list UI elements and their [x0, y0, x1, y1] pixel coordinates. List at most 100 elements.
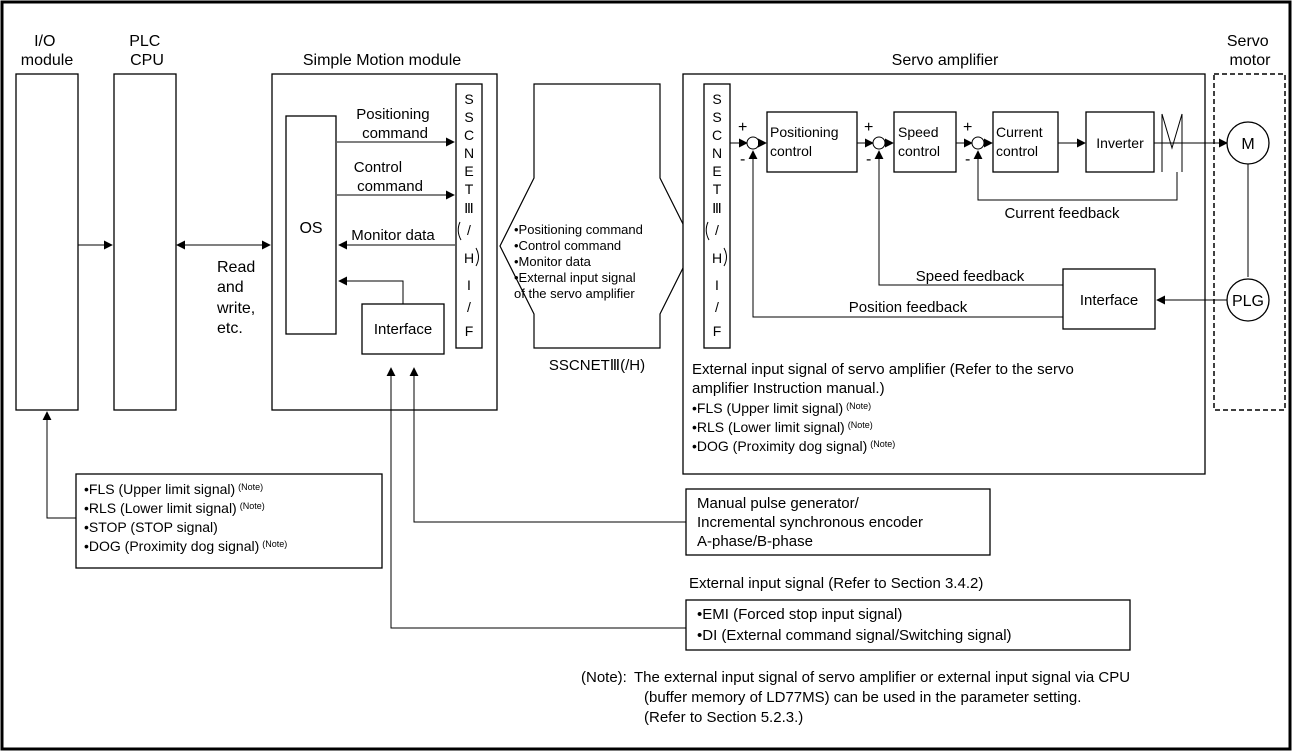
monitor-data-label: Monitor data	[351, 227, 435, 244]
junction3-minus: -	[965, 151, 970, 168]
svg-text:S: S	[464, 109, 473, 125]
svg-text:S: S	[712, 109, 721, 125]
external-input-box	[685, 599, 1131, 651]
position-summing-junction	[746, 136, 760, 150]
junction2-plus: +	[864, 119, 873, 136]
svg-text:E: E	[464, 163, 473, 179]
module-interface-box	[361, 303, 445, 355]
svg-text:N: N	[464, 145, 474, 161]
svg-text:I: I	[715, 277, 719, 293]
motor-symbol	[1226, 121, 1270, 165]
sscnet-cable-arrow	[499, 83, 695, 349]
encoder-plg-symbol	[1226, 278, 1270, 322]
positioning-control-box	[766, 111, 858, 173]
io-module-box	[15, 73, 79, 411]
io-signal-box	[75, 473, 383, 569]
positioning-control-label: Positioning control	[770, 124, 842, 159]
speed-control-label: Speed control	[898, 124, 942, 159]
svg-text:F: F	[465, 323, 474, 339]
servo-interface-label: Interface	[1080, 292, 1138, 309]
external-input-title: External input signal (Refer to Section …	[689, 575, 983, 592]
svg-text:C: C	[464, 127, 474, 143]
current-summing-junction	[971, 136, 985, 150]
footnote-label: (Note):	[581, 669, 627, 686]
control-command-label: Control command	[354, 159, 423, 195]
position-feedback-line	[748, 150, 1063, 318]
junction1-minus: -	[740, 151, 745, 168]
svg-text:•STOP (STOP signal): •STOP (STOP signal)	[84, 519, 218, 535]
current-feedback-label: Current feedback	[1004, 205, 1120, 222]
junction3-plus: +	[963, 119, 972, 136]
svg-text:/: /	[715, 222, 719, 238]
svg-text:H: H	[712, 250, 722, 266]
io-signals-to-io-module-arrow	[42, 411, 76, 519]
sscnet-bracket-top	[457, 221, 462, 241]
junction1-plus: +	[738, 119, 747, 136]
sscnet-caption: SSCNETⅢ(/H)	[549, 357, 645, 374]
servo-motor-box	[1213, 73, 1286, 411]
speed-feedback-label: Speed feedback	[916, 268, 1025, 285]
plg-label: PLG	[1232, 293, 1264, 310]
read-write-label: Read and write, etc.	[216, 259, 260, 337]
svg-text:Ⅲ: Ⅲ	[464, 200, 474, 216]
cable-signal-list: •Positioning command •Control command •M…	[514, 222, 646, 301]
svg-text:S: S	[712, 91, 721, 107]
plc-cpu-header: PLC CPU	[129, 33, 165, 69]
speed-summing-junction	[872, 136, 886, 150]
manual-pulse-label: Manual pulse generator/ Incremental sync…	[697, 495, 927, 550]
motor-label: M	[1241, 136, 1254, 153]
servo-ext-input-title: External input signal of servo amplifier…	[692, 361, 1078, 397]
servo-sscnet-bracket-top	[705, 221, 710, 241]
sscnet-bracket-bottom	[475, 247, 479, 267]
manual-pulse-box	[685, 488, 991, 556]
os-label: OS	[299, 220, 322, 237]
inverter-label: Inverter	[1096, 135, 1144, 151]
io-module-header: I/O module	[21, 33, 74, 69]
plc-cpu-box	[113, 73, 177, 411]
svg-text:N: N	[712, 145, 722, 161]
svg-text:T: T	[465, 181, 474, 197]
external-input-to-interface-arrow	[386, 367, 686, 629]
current-detector-symbol	[1161, 113, 1183, 172]
svg-text:T: T	[713, 181, 722, 197]
simple-motion-header: Simple Motion module	[303, 52, 461, 69]
position-feedback-label: Position feedback	[849, 299, 968, 316]
svg-text:•RLS (Lower limit signal)(Not: •RLS (Lower limit signal)(Note)	[692, 419, 873, 435]
svg-text:•RLS (Lower limit signal)(No: •RLS (Lower limit signal)(Note)	[84, 500, 265, 516]
speed-feedback-line	[874, 150, 1063, 286]
current-control-box	[992, 111, 1059, 173]
external-input-list: •EMI (Forced stop input signal) •DI (Ext…	[697, 606, 1012, 644]
positioning-command-label: Positioning command	[356, 106, 434, 142]
svg-text:/: /	[715, 299, 719, 315]
servo-ext-signal-list: •FLS (Upper limit signal)(Note) •RLS (Lo…	[692, 400, 895, 454]
current-control-label: Current control	[996, 124, 1047, 159]
svg-text:C: C	[712, 127, 722, 143]
junction2-minus: -	[866, 151, 871, 168]
sscnet-hif-module-text: S S C N E T Ⅲ / H I / F	[464, 91, 474, 339]
current-feedback-line	[973, 150, 1178, 201]
servo-motor-header: Servo motor	[1227, 33, 1273, 69]
sscnet-hif-servo	[703, 83, 731, 349]
svg-text:•DOG (Proximity dog signal)(N: •DOG (Proximity dog signal)(Note)	[692, 438, 895, 454]
svg-text:/: /	[467, 222, 471, 238]
servo-sscnet-bracket-bottom	[723, 247, 727, 267]
svg-text:•DOG (Proximity dog signal)(: •DOG (Proximity dog signal)(Note)	[84, 538, 287, 554]
svg-text:•FLS (Upper limit signal)(Not: •FLS (Upper limit signal)(Note)	[692, 400, 871, 416]
servo-interface-box	[1062, 268, 1156, 330]
interface-to-os-arrow	[338, 276, 404, 304]
svg-text:S: S	[464, 91, 473, 107]
footnote-text: The external input signal of servo ampli…	[634, 669, 1134, 726]
svg-text:E: E	[712, 163, 721, 179]
io-signal-list: •FLS (Upper limit signal)(Note) •RLS (Lo…	[84, 481, 287, 554]
svg-text:F: F	[713, 323, 722, 339]
speed-control-box	[893, 111, 957, 173]
svg-text:Ⅲ: Ⅲ	[712, 200, 722, 216]
svg-text:•FLS (Upper limit signal)(No: •FLS (Upper limit signal)(Note)	[84, 481, 263, 497]
servo-amplifier-header: Servo amplifier	[892, 52, 999, 69]
inverter-box	[1085, 111, 1155, 173]
svg-text:I: I	[467, 277, 471, 293]
svg-text:/: /	[467, 299, 471, 315]
